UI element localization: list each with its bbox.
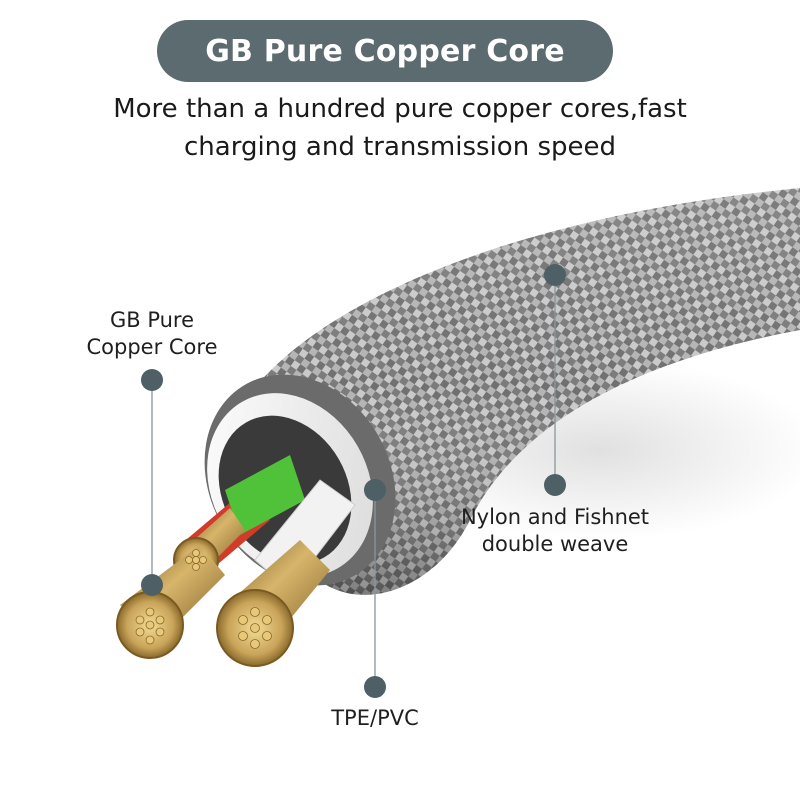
callout-dot-icon xyxy=(141,369,163,391)
copper-cores xyxy=(116,508,330,667)
callout-dot-icon xyxy=(544,474,566,496)
callout-dot-icon xyxy=(364,676,386,698)
page-title: GB Pure Copper Core xyxy=(205,33,565,69)
callout-copper-core-line-1: GB Pure xyxy=(109,308,195,332)
callout-copper-core-line-2: Copper Core xyxy=(86,335,218,359)
subtitle-line-2: charging and transmission speed xyxy=(184,132,616,162)
callout-dot-icon xyxy=(141,574,163,596)
callout-dot-icon xyxy=(364,479,386,501)
callout-weave-line-1: Nylon and Fishnet xyxy=(460,505,650,529)
callout-weave-line-2: double weave xyxy=(481,532,629,556)
title-pill: GB Pure Copper Core xyxy=(157,20,613,82)
callout-dot-icon xyxy=(544,264,566,286)
callout-copper-core-label: GB Pure Copper Core xyxy=(72,307,232,361)
callout-weave-label: Nylon and Fishnet double weave xyxy=(440,504,670,558)
callout-weave-marker xyxy=(544,264,566,496)
callout-insulation-label: TPE/PVC xyxy=(305,705,445,732)
subtitle: More than a hundred pure copper cores,fa… xyxy=(60,90,740,166)
callout-insulation-line-1: TPE/PVC xyxy=(331,706,419,730)
subtitle-line-1: More than a hundred pure copper cores,fa… xyxy=(113,94,687,124)
callout-insulation-marker xyxy=(364,479,386,698)
callout-copper-core-marker xyxy=(141,369,163,596)
